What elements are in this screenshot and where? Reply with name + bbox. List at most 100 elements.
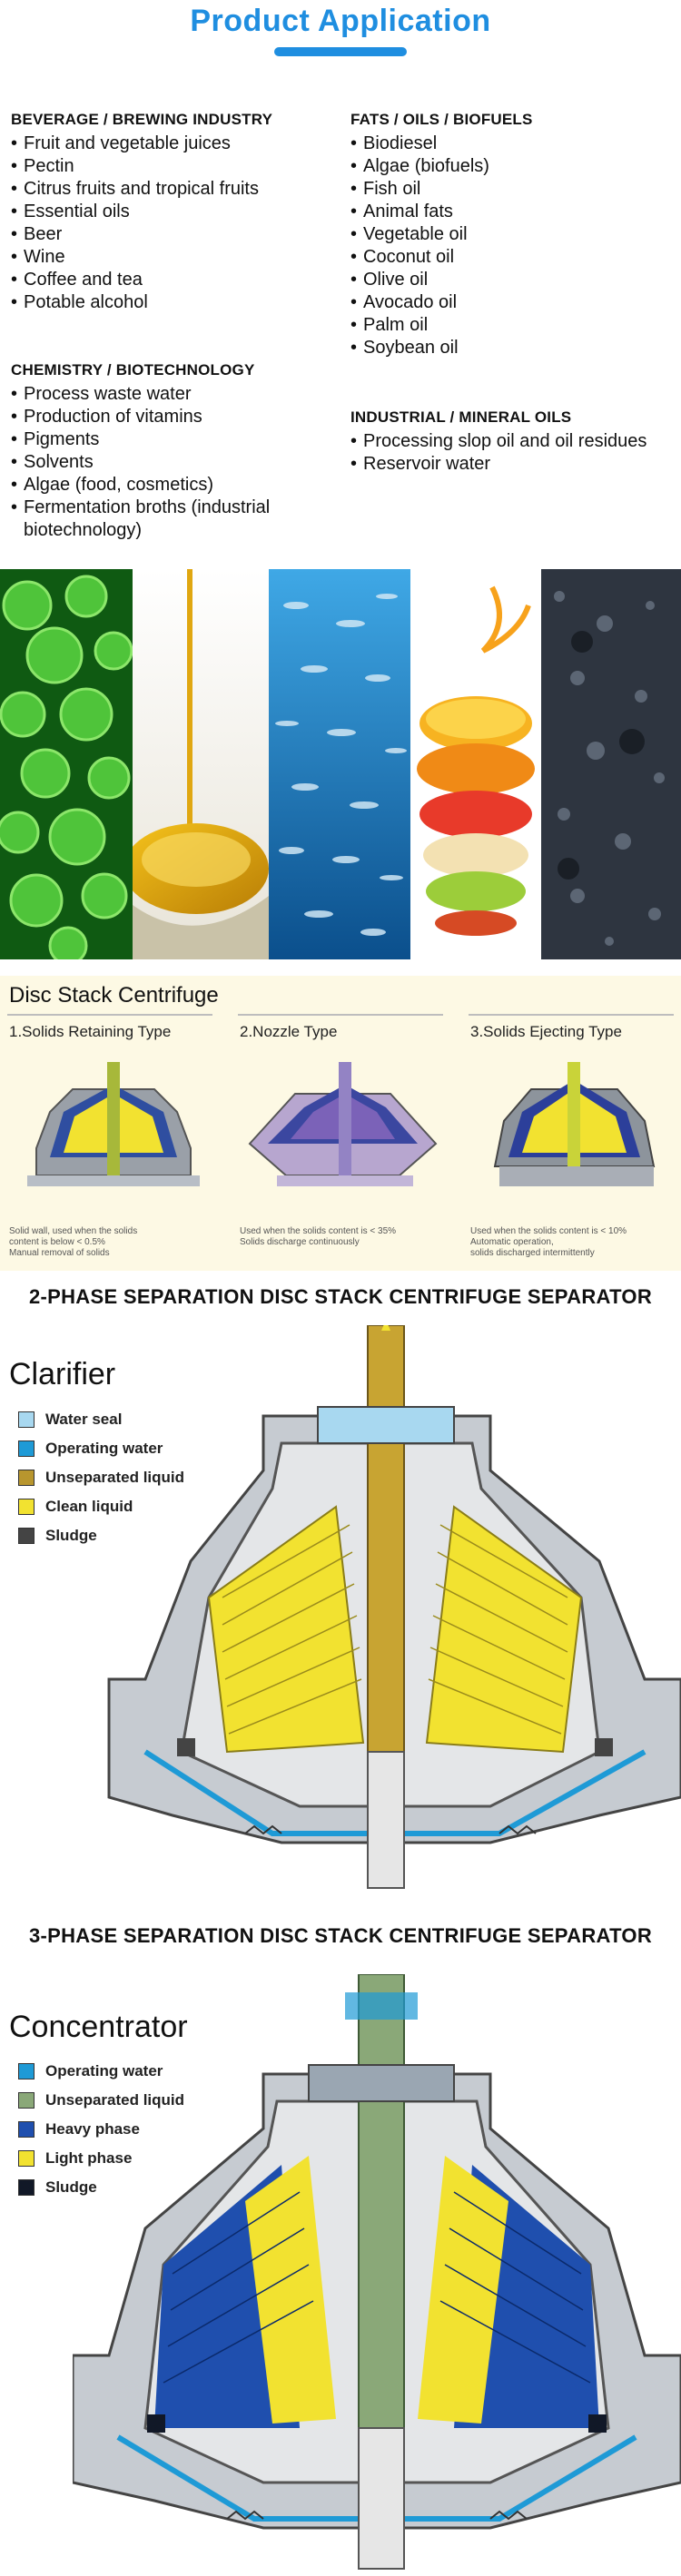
legend-label: Unseparated liquid <box>45 1469 185 1486</box>
list-item: Wine <box>11 246 338 269</box>
page-title: Product Application <box>190 4 491 38</box>
disc-type-retaining: 1.Solids Retaining Type <box>9 1023 227 1047</box>
list-item: Essential oils <box>11 201 338 223</box>
legend-entry: Clean liquid <box>18 1492 184 1521</box>
legend-swatch <box>18 1470 35 1486</box>
legend-swatch <box>18 2063 35 2079</box>
list-item: Animal fats <box>350 201 677 223</box>
legend-label: Operating water <box>45 1440 163 1457</box>
list-item: Biodiesel <box>350 133 677 155</box>
concentrator-title: Concentrator <box>9 2010 188 2044</box>
list-item: Fish oil <box>350 178 677 201</box>
legend-swatch <box>18 1411 35 1428</box>
ejecting-type-illustration <box>493 1062 656 1186</box>
disc-type-nozzle: 2.Nozzle Type <box>240 1023 458 1047</box>
category-list: BiodieselAlgae (biofuels)Fish oilAnimal … <box>350 133 677 359</box>
category-beverage: BEVERAGE / BREWING INDUSTRY Fruit and ve… <box>11 111 338 314</box>
list-item: Citrus fruits and tropical fruits <box>11 178 338 201</box>
disc-type-title: 3.Solids Ejecting Type <box>470 1023 622 1040</box>
legend-entry: Heavy phase <box>18 2115 184 2144</box>
legend-label: Heavy phase <box>45 2120 140 2138</box>
legend-entry: Operating water <box>18 1434 184 1463</box>
category-title: INDUSTRIAL / MINERAL OILS <box>350 408 572 426</box>
list-item: Reservoir water <box>350 453 677 476</box>
nozzle-type-illustration <box>248 1062 438 1186</box>
note-line: content is below < 0.5% <box>9 1237 105 1247</box>
list-item: Palm oil <box>350 314 677 337</box>
list-item: Solvents <box>11 451 338 474</box>
title-underline <box>274 47 407 56</box>
disc-type-title: 2.Nozzle Type <box>240 1023 338 1040</box>
legend-swatch <box>18 2150 35 2167</box>
list-item: Production of vitamins <box>11 406 338 428</box>
retaining-type-illustration <box>27 1062 200 1186</box>
clarifier-diagram <box>107 1325 681 1889</box>
ejecting-type-notes: Used when the solids content is < 10% Au… <box>470 1226 681 1259</box>
list-item: Coconut oil <box>350 246 677 269</box>
oil-sludge-photo <box>541 569 681 959</box>
disc-type-ejecting: 3.Solids Ejecting Type <box>470 1023 681 1047</box>
legend-entry: Unseparated liquid <box>18 2086 184 2115</box>
divider <box>238 1014 443 1016</box>
list-item: Potable alcohol <box>11 291 338 314</box>
nozzle-type-notes: Used when the solids content is < 35% So… <box>240 1226 458 1248</box>
note-line: Automatic operation, <box>470 1237 554 1247</box>
note-line: Solids discharge continuously <box>240 1237 360 1247</box>
category-fats: FATS / OILS / BIOFUELS BiodieselAlgae (b… <box>350 111 677 359</box>
application-photo-strip <box>0 569 681 959</box>
fish-school-photo <box>269 569 410 959</box>
legend-swatch <box>18 1499 35 1515</box>
legend-entry: Water seal <box>18 1405 184 1434</box>
list-item: Pigments <box>11 428 338 451</box>
list-item: Algae (biofuels) <box>350 155 677 178</box>
divider <box>469 1014 674 1016</box>
clarifier-title: Clarifier <box>9 1357 116 1391</box>
category-list: Fruit and vegetable juicesPectinCitrus f… <box>11 133 338 314</box>
legend-label: Light phase <box>45 2149 133 2167</box>
list-item: Avocado oil <box>350 291 677 314</box>
legend-swatch <box>18 2121 35 2138</box>
divider <box>7 1014 212 1016</box>
list-item: Beer <box>11 223 338 246</box>
list-item: Processing slop oil and oil residues <box>350 430 677 453</box>
category-title: FATS / OILS / BIOFUELS <box>350 111 533 128</box>
list-item: Vegetable oil <box>350 223 677 246</box>
category-title: BEVERAGE / BREWING INDUSTRY <box>11 111 273 128</box>
legend-entry: Unseparated liquid <box>18 1463 184 1492</box>
note-line: Manual removal of solids <box>9 1248 110 1258</box>
list-item: Coffee and tea <box>11 269 338 291</box>
disc-type-title: 1.Solids Retaining Type <box>9 1023 172 1040</box>
list-item: Algae (food, cosmetics) <box>11 474 338 497</box>
legend-label: Water seal <box>45 1411 123 1428</box>
list-item: Fruit and vegetable juices <box>11 133 338 155</box>
legend-swatch <box>18 1528 35 1544</box>
legend-label: Clean liquid <box>45 1498 133 1515</box>
concentrator-diagram <box>73 1974 681 2570</box>
legend-swatch <box>18 2179 35 2196</box>
list-item: Fermentation broths (industrial biotechn… <box>11 497 338 542</box>
category-industrial: INDUSTRIAL / MINERAL OILS Processing slo… <box>350 408 677 476</box>
legend-entry: Operating water <box>18 2057 184 2086</box>
list-item: Olive oil <box>350 269 677 291</box>
algae-cells-photo <box>0 569 133 959</box>
legend-label: Operating water <box>45 2062 163 2079</box>
disc-stack-panel: Disc Stack Centrifuge 1.Solids Retaining… <box>0 976 681 1271</box>
note-line: Used when the solids content is < 35% <box>240 1226 397 1236</box>
category-list: Process waste waterProduction of vitamin… <box>11 383 338 542</box>
category-chemistry: CHEMISTRY / BIOTECHNOLOGY Process waste … <box>11 361 338 542</box>
note-line: Solid wall, used when the solids <box>9 1226 138 1236</box>
legend-swatch <box>18 1440 35 1457</box>
legend-label: Unseparated liquid <box>45 2091 185 2109</box>
legend-entry: Sludge <box>18 2173 184 2202</box>
note-line: solids discharged intermittently <box>470 1248 595 1258</box>
category-list: Processing slop oil and oil residuesRese… <box>350 430 677 476</box>
legend-label: Sludge <box>45 2178 97 2196</box>
list-item: Soybean oil <box>350 337 677 359</box>
legend-swatch <box>18 2092 35 2109</box>
legend-entry: Light phase <box>18 2144 184 2173</box>
two-phase-heading: 2-PHASE SEPARATION DISC STACK CENTRIFUGE… <box>28 1285 653 1308</box>
list-item: Process waste water <box>11 383 338 406</box>
retaining-type-notes: Solid wall, used when the solids content… <box>9 1226 227 1259</box>
